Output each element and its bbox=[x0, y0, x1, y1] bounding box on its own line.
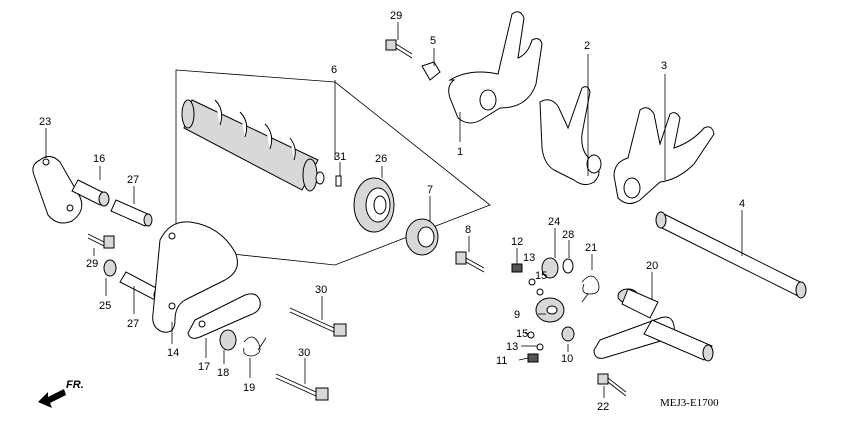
callout-29-lower: 29 bbox=[86, 258, 98, 270]
callout-13-upper: 13 bbox=[523, 252, 535, 264]
collar bbox=[71, 179, 110, 207]
bolt-30-lower bbox=[275, 373, 329, 401]
callout-27-lower: 27 bbox=[127, 318, 139, 330]
callout-26: 26 bbox=[375, 153, 387, 165]
callout-22: 22 bbox=[597, 401, 609, 413]
callout-1: 1 bbox=[457, 146, 463, 158]
callout-15-lower: 15 bbox=[516, 328, 528, 340]
callout-31: 31 bbox=[334, 151, 346, 163]
callout-27-upper: 27 bbox=[127, 174, 139, 186]
callout-23: 23 bbox=[39, 116, 51, 128]
drum-center bbox=[405, 218, 439, 256]
return-spring-21 bbox=[581, 275, 600, 303]
spring-pin-upper bbox=[110, 199, 153, 227]
bolt-29-lower bbox=[87, 233, 115, 249]
washer-24 bbox=[541, 257, 559, 279]
bearing bbox=[353, 177, 395, 233]
pin-11 bbox=[527, 353, 539, 363]
washer-28 bbox=[562, 258, 574, 274]
callout-24: 24 bbox=[548, 216, 560, 228]
shift-arm bbox=[187, 293, 261, 339]
front-label: FR. bbox=[66, 379, 84, 391]
return-spring-19 bbox=[243, 336, 267, 357]
callout-13-lower: 13 bbox=[506, 341, 518, 353]
leader-lines bbox=[45, 22, 743, 398]
pin-12 bbox=[511, 263, 523, 273]
callout-3: 3 bbox=[661, 60, 667, 72]
callout-21: 21 bbox=[585, 242, 597, 254]
diagram-code: MEJ3-E1700 bbox=[660, 397, 719, 409]
callout-20: 20 bbox=[646, 260, 658, 272]
callout-11: 11 bbox=[496, 355, 507, 367]
collar-18 bbox=[219, 329, 237, 351]
drum-group-box bbox=[175, 69, 491, 266]
callout-15-upper: 15 bbox=[535, 270, 547, 282]
callout-10: 10 bbox=[561, 353, 573, 365]
callout-9: 9 bbox=[514, 309, 520, 321]
clip-5 bbox=[421, 61, 441, 81]
callout-19: 19 bbox=[243, 382, 255, 394]
callout-12: 12 bbox=[511, 236, 523, 248]
callout-28: 28 bbox=[562, 229, 574, 241]
callout-14: 14 bbox=[167, 347, 179, 359]
shift-drum-cam-9 bbox=[535, 297, 565, 323]
callout-25: 25 bbox=[99, 300, 111, 312]
shift-fork-1 bbox=[448, 11, 543, 124]
roller-13-upper bbox=[528, 278, 536, 286]
callout-18: 18 bbox=[217, 367, 229, 379]
spring-15-upper bbox=[536, 288, 544, 296]
callout-5: 5 bbox=[430, 35, 436, 47]
shift-drum bbox=[181, 99, 325, 192]
spring-15-lower bbox=[527, 331, 535, 339]
shift-fork-3 bbox=[613, 107, 715, 204]
callout-16: 16 bbox=[93, 153, 105, 165]
bolt-8 bbox=[455, 251, 485, 273]
callout-7: 7 bbox=[427, 184, 433, 196]
callout-4: 4 bbox=[739, 198, 745, 210]
callout-6: 6 bbox=[331, 64, 337, 76]
callout-2: 2 bbox=[584, 40, 590, 52]
bolt-22 bbox=[597, 373, 627, 397]
roller-13-lower bbox=[536, 343, 544, 351]
callout-17: 17 bbox=[198, 361, 210, 373]
callout-30-upper: 30 bbox=[315, 284, 327, 296]
collar-10 bbox=[561, 326, 575, 342]
callouts: 1 2 3 4 5 6 7 8 9 10 11 12 13 13 14 15 1… bbox=[39, 10, 745, 413]
fork-shaft bbox=[655, 211, 807, 299]
washer-25 bbox=[103, 259, 117, 277]
front-arrow-icon bbox=[38, 389, 66, 408]
callout-8: 8 bbox=[465, 224, 471, 236]
callout-29-upper: 29 bbox=[390, 10, 402, 22]
bolt-30-upper bbox=[289, 307, 347, 337]
bolt-29-upper bbox=[385, 39, 413, 59]
gearshift-spindle bbox=[593, 288, 714, 362]
callout-30-lower: 30 bbox=[298, 347, 310, 359]
pin bbox=[335, 175, 342, 187]
